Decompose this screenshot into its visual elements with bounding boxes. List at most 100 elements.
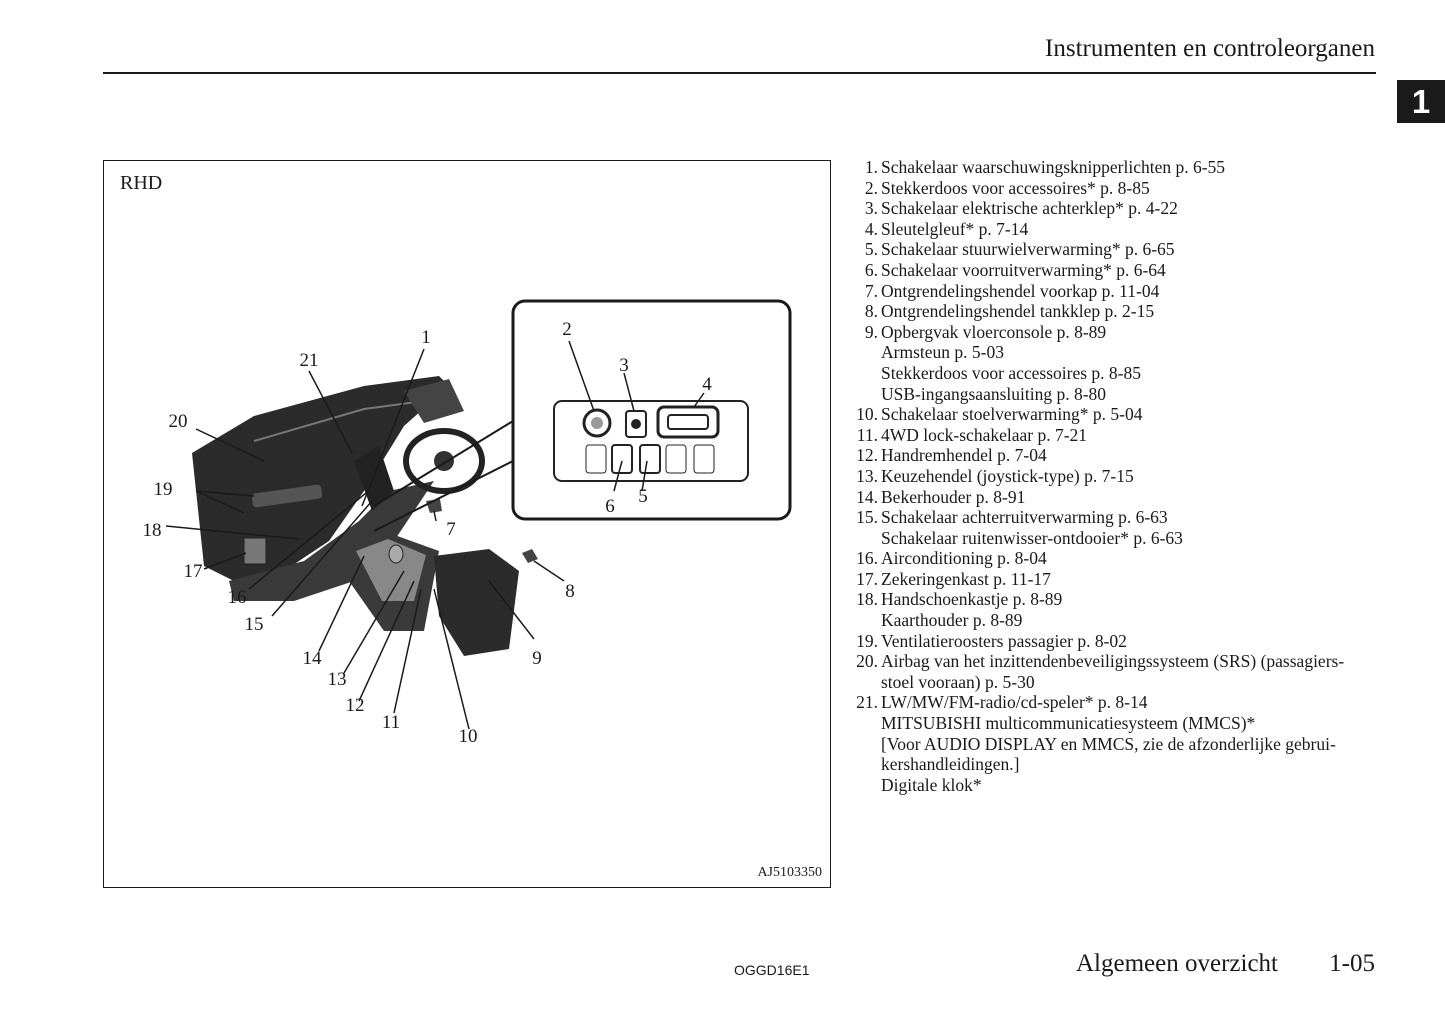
armrest-storage	[434, 549, 519, 656]
passenger-vent	[251, 484, 323, 508]
callout-label: 4	[702, 374, 712, 395]
callout-label: 5	[638, 486, 648, 507]
callout-label: 21	[300, 350, 319, 371]
legend-item-continuation: MITSUBISHI multicommunicatiesysteem (MMC…	[848, 713, 1388, 734]
legend-item-number	[848, 713, 878, 734]
legend-item: 21.LW/MW/FM-radio/cd-speler* p. 8-14	[848, 692, 1388, 713]
callout-label: 9	[532, 648, 542, 669]
fuse-box-cover	[243, 537, 267, 565]
windshield-line	[253, 400, 425, 442]
callout-label: 11	[382, 712, 400, 733]
legend-item-text: Armsteun p. 5-03	[881, 342, 1004, 363]
legend-item-number: 17.	[856, 568, 878, 589]
legend-item-continuation: [Voor AUDIO DISPLAY en MMCS, zie de afzo…	[848, 734, 1388, 755]
legend-item: 15.Schakelaar achterruitverwarming p. 6-…	[848, 507, 1388, 528]
legend-item-number: 9.	[864, 321, 878, 342]
legend-item-text: LW/MW/FM-radio/cd-speler* p. 8-14	[881, 692, 1148, 713]
legend-item-text: Schakelaar stuurwielverwarming* p. 6-65	[881, 239, 1175, 260]
legend-item-continuation: Digitale klok*	[848, 775, 1388, 796]
legend-item-text: Stekkerdoos voor accessoires p. 8-85	[881, 362, 1142, 383]
legend-item-number: 14.	[856, 486, 878, 507]
legend-item-number	[848, 672, 878, 693]
legend-item: 10.Schakelaar stoelverwarming* p. 5-04	[848, 404, 1388, 425]
legend-item-number: 13.	[856, 465, 878, 486]
steering-wheel	[403, 428, 485, 494]
legend-item-continuation: Armsteun p. 5-03	[848, 342, 1388, 363]
key-slot-inner	[667, 414, 709, 430]
legend-item-continuation: USB-ingangsaansluiting p. 8-80	[848, 384, 1388, 405]
legend-item-text: Schakelaar achterruitverwarming p. 6-63	[881, 507, 1168, 528]
legend-item-number: 21.	[856, 692, 878, 713]
legend-item-text: Ontgrendelingshendel tankklep p. 2-15	[881, 301, 1155, 322]
legend-item-text: kershandleidingen.]	[881, 754, 1020, 775]
legend-item-number	[848, 363, 878, 384]
legend-item: 4.Sleutelgleuf* p. 7-14	[848, 219, 1388, 240]
footer-section-title: Algemeen overzicht	[1076, 950, 1278, 977]
legend-item-text: Opbergvak vloerconsole p. 8-89	[881, 321, 1107, 342]
callout-label: 3	[619, 355, 629, 376]
legend-item-number	[848, 384, 878, 405]
legend-item: 13.Keuzehendel (joystick-type) p. 7-15	[848, 466, 1388, 487]
liftgate-switch-dot	[631, 419, 641, 429]
legend-item-text: Schakelaar ruitenwisser-ontdooier* p. 6-…	[881, 527, 1183, 548]
legend-item-text: Digitale klok*	[881, 774, 982, 795]
legend-item-text: Ontgrendelingshendel voorkap p. 11-04	[881, 280, 1160, 301]
legend-item-text: USB-ingangsaansluiting p. 8-80	[881, 383, 1107, 404]
callout-label: 20	[169, 411, 188, 432]
legend-item-text: [Voor AUDIO DISPLAY en MMCS, zie de afzo…	[881, 733, 1336, 754]
legend-item-number	[848, 754, 878, 775]
center-stack	[354, 446, 394, 511]
legend-item-text: Kaarthouder p. 8-89	[881, 610, 1023, 631]
callout-label: 2	[562, 319, 572, 340]
legend-item-text: Bekerhouder p. 8-91	[881, 486, 1026, 507]
callout-label: 15	[245, 614, 264, 635]
legend-item-text: Handremhendel p. 7-04	[881, 445, 1047, 466]
legend-item-number: 19.	[856, 630, 878, 651]
legend-item: 20.Airbag van het inzittendenbeveiliging…	[848, 651, 1388, 672]
windshield-heater-switch	[611, 444, 633, 474]
accessory-socket-inner	[591, 417, 603, 429]
legend-item-number	[848, 528, 878, 549]
legend-item: 12.Handremhendel p. 7-04	[848, 445, 1388, 466]
legend-item-continuation: kershandleidingen.]	[848, 754, 1388, 775]
callout-label: 7	[446, 519, 456, 540]
legend-item: 8.Ontgrendelingshendel tankklep p. 2-15	[848, 301, 1388, 322]
legend-item-number: 20.	[856, 651, 878, 672]
callout-label: 13	[328, 669, 347, 690]
rhd-label: RHD	[120, 172, 163, 194]
legend-item-number: 1.	[864, 157, 878, 177]
legend-item-text: Zekeringenkast p. 11-17	[881, 568, 1051, 589]
legend-item: 11.4WD lock-schakelaar p. 7-21	[848, 425, 1388, 446]
legend-item-number	[848, 342, 878, 363]
callout-label: 10	[459, 726, 478, 747]
legend-item-number: 15.	[856, 507, 878, 528]
legend-item: 5.Schakelaar stuurwielverwarming* p. 6-6…	[848, 239, 1388, 260]
legend-item: 1.Schakelaar waarschuwingsknipperlichten…	[848, 157, 1388, 178]
inset-connector-lines	[373, 420, 514, 532]
legend-item: 14.Bekerhouder p. 8-91	[848, 487, 1388, 508]
legend-item: 7.Ontgrendelingshendel voorkap p. 11-04	[848, 281, 1388, 302]
callout-label: 17	[184, 561, 203, 582]
legend-item-text: Ventilatieroosters passagier p. 8-02	[881, 630, 1127, 651]
leader-lines	[165, 340, 705, 730]
instrument-cluster	[404, 379, 464, 423]
header-rule	[103, 72, 1376, 74]
legend-item: 17.Zekeringenkast p. 11-17	[848, 569, 1388, 590]
legend-item-continuation: stoel vooraan) p. 5-30	[848, 672, 1388, 693]
legend-item-number: 3.	[864, 198, 878, 219]
legend-item-number: 8.	[864, 301, 878, 322]
callout-label: 12	[346, 695, 365, 716]
legend-item-number: 4.	[864, 218, 878, 239]
legend-item-text: Schakelaar voorruitverwarming* p. 6-64	[881, 259, 1166, 280]
legend-item-number: 6.	[864, 259, 878, 280]
legend-item-number: 11.	[856, 424, 878, 445]
legend-item-text: stoel vooraan) p. 5-30	[881, 671, 1035, 692]
legend-item-text: Airbag van het inzittendenbeveiligingssy…	[881, 651, 1345, 672]
panel-switch-5	[693, 444, 715, 474]
legend-item-number: 2.	[864, 177, 878, 198]
legend-item: 6.Schakelaar voorruitverwarming* p. 6-64	[848, 260, 1388, 281]
legend-item-text: Sleutelgleuf* p. 7-14	[881, 218, 1029, 239]
